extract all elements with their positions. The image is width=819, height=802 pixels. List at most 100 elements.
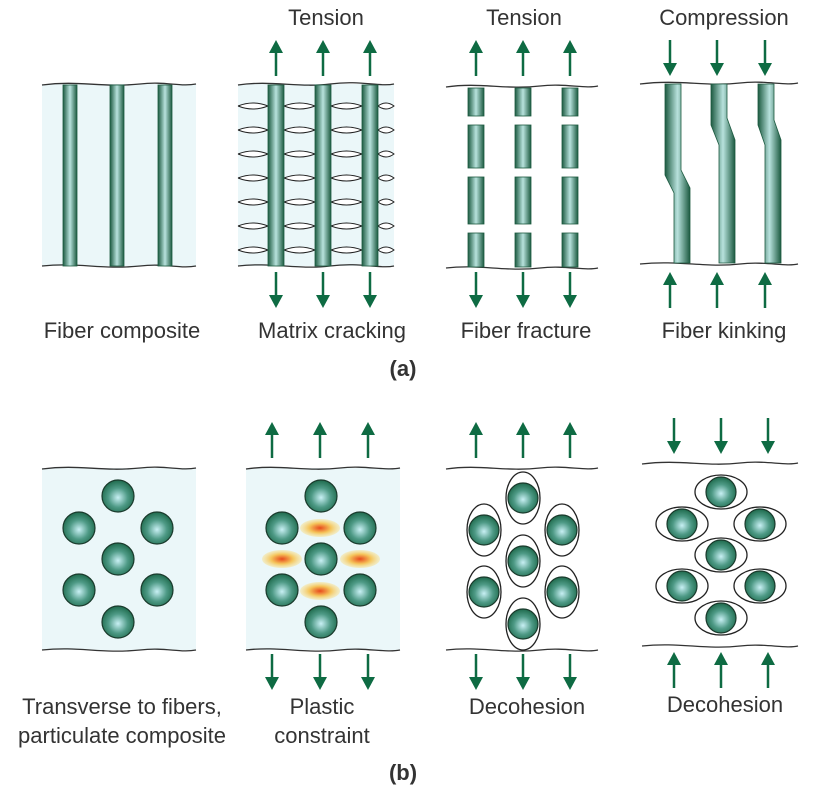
- load-arrow: [714, 652, 728, 688]
- particle: [101, 542, 135, 576]
- bottom-edge: [245, 648, 401, 652]
- particle: [62, 511, 96, 545]
- row-a-tag: (a): [389, 356, 417, 381]
- load-label: Tension: [486, 5, 562, 30]
- top-edge: [41, 82, 197, 86]
- particle: [265, 573, 299, 607]
- load-arrow: [469, 272, 483, 308]
- particle: [666, 570, 698, 602]
- panel-matrix-cracking: [237, 82, 395, 268]
- arrow-head: [469, 677, 483, 690]
- load-arrow: [516, 654, 530, 690]
- load-arrow: [667, 652, 681, 688]
- arrow-head: [316, 40, 330, 53]
- top-edge: [237, 82, 395, 86]
- particle: [705, 539, 737, 571]
- bottom-edge: [639, 262, 799, 266]
- arrow-head: [761, 652, 775, 665]
- particles: [655, 474, 787, 636]
- arrow-head: [469, 40, 483, 53]
- plastic-zone: [340, 550, 380, 568]
- matrix-crack: [377, 198, 395, 206]
- panel-caption: Fiber composite: [43, 318, 201, 343]
- arrow-head: [710, 63, 724, 76]
- panel-fiber-kinking: [639, 81, 799, 266]
- arrow-head: [363, 40, 377, 53]
- particle: [468, 514, 500, 546]
- load-arrow: [710, 40, 724, 76]
- particle: [744, 570, 776, 602]
- top-edge: [639, 81, 799, 85]
- load-arrow: [269, 272, 283, 308]
- load-arrow: [469, 422, 483, 458]
- load-arrow: [710, 272, 724, 308]
- caption-line: Transverse to fibers,: [22, 694, 222, 719]
- fractured-fiber: [514, 87, 532, 268]
- load-arrow: [758, 40, 772, 76]
- arrow-head: [714, 652, 728, 665]
- particle: [101, 605, 135, 639]
- top-edge: [445, 84, 599, 88]
- arrow-head: [516, 677, 530, 690]
- particle: [304, 605, 338, 639]
- particle: [507, 482, 539, 514]
- particle: [666, 508, 698, 540]
- bottom-edge: [41, 648, 197, 652]
- particle: [140, 573, 174, 607]
- load-arrow: [563, 654, 577, 690]
- panel-caption: Matrix cracking: [258, 318, 406, 343]
- matrix-crack: [377, 102, 395, 110]
- fractured-fiber: [467, 87, 485, 268]
- fiber: [361, 84, 379, 267]
- load-arrow: [761, 418, 775, 454]
- load-arrow: [563, 272, 577, 308]
- matrix-crack: [377, 174, 395, 182]
- load-arrows: [265, 40, 775, 690]
- load-arrow: [269, 40, 283, 76]
- arrow-head: [316, 295, 330, 308]
- particle: [101, 479, 135, 513]
- particle: [343, 511, 377, 545]
- particles: [265, 479, 377, 639]
- arrow-head: [516, 295, 530, 308]
- load-arrow: [361, 654, 375, 690]
- load-arrow: [563, 40, 577, 76]
- arrow-head: [563, 40, 577, 53]
- load-arrow: [516, 422, 530, 458]
- matrix-crack: [377, 126, 395, 134]
- particles: [62, 479, 174, 639]
- arrow-head: [269, 295, 283, 308]
- arrow-head: [313, 677, 327, 690]
- top-edge: [641, 461, 799, 465]
- particle: [705, 476, 737, 508]
- particle: [546, 576, 578, 608]
- arrow-head: [265, 422, 279, 435]
- arrow-head: [516, 422, 530, 435]
- arrow-head: [563, 677, 577, 690]
- arrow-head: [269, 40, 283, 53]
- top-edge: [245, 466, 401, 470]
- kinked-fiber: [664, 83, 691, 264]
- arrow-head: [758, 63, 772, 76]
- fiber: [157, 84, 173, 267]
- panel-decohesion-compression: [641, 461, 799, 648]
- particle: [304, 542, 338, 576]
- load-arrow: [563, 422, 577, 458]
- load-arrow: [516, 272, 530, 308]
- panel-particulate-composite: [41, 466, 197, 652]
- load-arrow: [761, 652, 775, 688]
- load-arrow: [667, 418, 681, 454]
- load-arrow: [516, 40, 530, 76]
- bottom-edge: [641, 644, 799, 648]
- particle: [507, 608, 539, 640]
- particle: [265, 511, 299, 545]
- panel-plastic-constraint: [245, 466, 401, 652]
- load-arrow: [663, 272, 677, 308]
- panel-caption: Fiber fracture: [460, 318, 592, 343]
- particles: [466, 471, 580, 651]
- load-arrow: [363, 272, 377, 308]
- arrow-head: [469, 295, 483, 308]
- arrow-head: [469, 422, 483, 435]
- load-label: Compression: [659, 5, 789, 30]
